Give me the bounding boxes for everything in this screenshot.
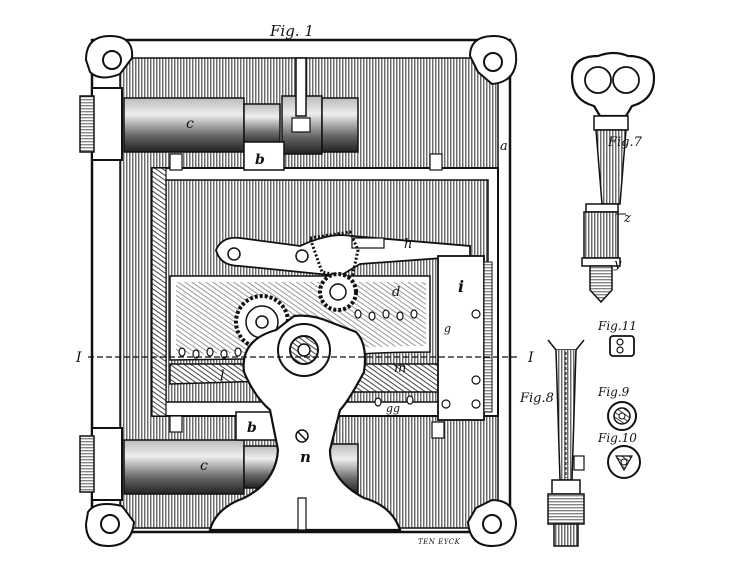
- label-m: m: [394, 361, 406, 376]
- label-h: h: [404, 237, 412, 252]
- fig1-title: Fig. 1: [269, 22, 314, 40]
- fig8-title: Fig.8: [519, 391, 554, 406]
- label-section-right: I: [527, 350, 534, 366]
- fig10-detail: Fig.10: [597, 431, 641, 479]
- upper-lever-h: [215, 230, 471, 280]
- fig10-title: Fig.10: [597, 431, 637, 445]
- label-c-top: c: [186, 116, 194, 132]
- fig9-detail: Fig.9: [597, 385, 637, 431]
- handle-n: [208, 314, 402, 532]
- label-b-bottom: b: [247, 420, 257, 436]
- top-bolt-cylinder: [123, 57, 359, 155]
- label-n: n: [300, 448, 311, 466]
- corner-lug-bottom-right: [466, 498, 518, 548]
- label-g: g: [444, 322, 451, 335]
- fig7-key: Fig.7 z y: [570, 51, 656, 304]
- label-l: l: [220, 368, 224, 384]
- side-plate-i: [437, 255, 493, 421]
- label-c-bottom: c: [200, 458, 208, 474]
- engraver-signature: TEN EYCK: [418, 538, 461, 546]
- label-b-top: b: [255, 152, 265, 168]
- fig11-title: Fig.11: [597, 319, 637, 333]
- fig1-lock-case: [79, 34, 518, 548]
- fig9-title: Fig.9: [597, 385, 630, 399]
- label-i: i: [458, 277, 464, 296]
- corner-lug-bottom-left: [84, 503, 136, 548]
- corner-lug-top-left: [84, 34, 134, 79]
- fig7-title: Fig.7: [607, 135, 643, 150]
- gear-wheel-right: [318, 272, 358, 312]
- fig1-labels: Fig. 1 a b b c c d h i l m n gg g I I TE…: [75, 22, 534, 546]
- label-z: z: [623, 211, 631, 226]
- corner-lug-top-right: [468, 34, 518, 86]
- label-d: d: [392, 285, 400, 300]
- fig11-detail: Fig.11: [597, 319, 637, 357]
- label-gg: gg: [386, 402, 400, 415]
- label-a: a: [500, 139, 508, 154]
- fig8-section: Fig.8: [519, 339, 585, 547]
- label-section-left: I: [75, 350, 82, 366]
- label-y: y: [613, 257, 622, 272]
